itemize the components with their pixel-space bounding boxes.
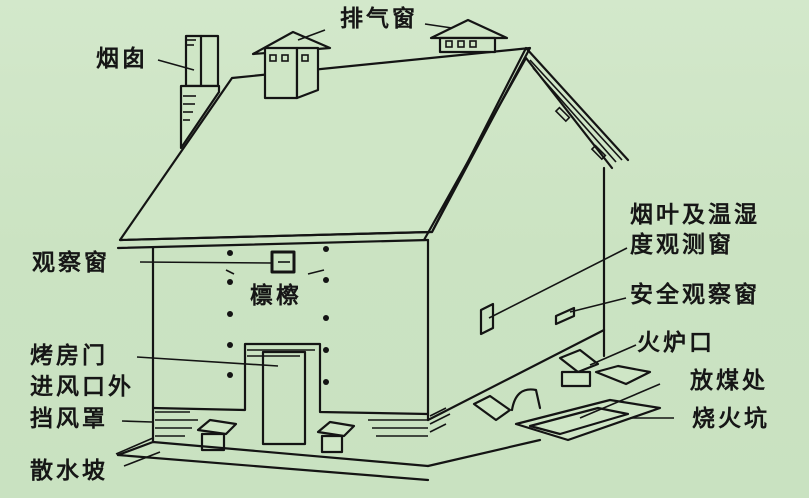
label-barn-door: 烤房门 — [30, 343, 108, 369]
label-leaf-window-line1: 烟叶及温湿 — [630, 202, 760, 228]
roof — [116, 46, 630, 250]
label-safety-window: 安全观察窗 — [630, 282, 760, 308]
rafter-holes — [227, 246, 329, 385]
exhaust-window-right — [429, 18, 509, 54]
label-air-inlet-line1: 进风口外 — [30, 374, 134, 400]
label-observation-window: 观察窗 — [32, 250, 110, 276]
chimney — [179, 34, 221, 150]
exhaust-window-left — [251, 30, 332, 100]
label-chimney: 烟囱 — [96, 46, 148, 72]
label-exhaust-window: 排气窗 — [340, 6, 418, 32]
side-wall — [426, 166, 662, 468]
label-drainage-slope: 散水坡 — [30, 458, 108, 484]
label-furnace-door: 火炉口 — [637, 330, 715, 356]
leader-lines — [115, 23, 674, 467]
label-leaf-window-line2: 度观测窗 — [630, 232, 734, 258]
label-rafters: 檩檫 — [250, 283, 302, 309]
label-coal-storage: 放煤处 — [690, 368, 768, 394]
label-fire-pit: 烧火坑 — [692, 406, 770, 432]
label-air-inlet-line2: 挡风罩 — [30, 406, 108, 432]
front-wall — [116, 238, 430, 482]
